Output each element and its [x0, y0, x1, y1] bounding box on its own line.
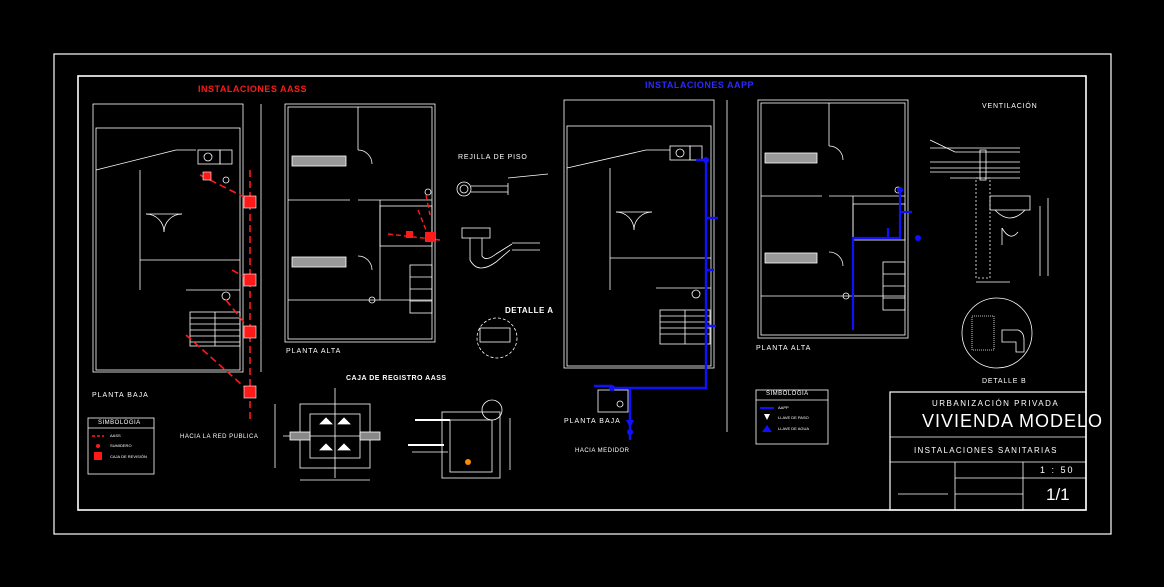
rejilla-detail [456, 173, 549, 359]
ventilacion-label: VENTILACIÓN [982, 103, 1038, 110]
aapp-planta-baja-plan [563, 99, 728, 432]
hacia-red-label: HACIA LA RED PUBLICA [180, 434, 259, 440]
title-block-scale: 1 : 50 [1040, 465, 1075, 475]
aass-legend-box [87, 417, 155, 475]
detalle-b-label: DETALLE B [982, 378, 1027, 385]
aass-planta-baja-plan [92, 103, 262, 373]
aapp-planta-baja-label: PLANTA BAJA [564, 418, 621, 425]
inner-frame [77, 75, 1087, 511]
aapp-valves-planta-baja [609, 157, 709, 435]
caja-registro-label: CAJA DE REGISTRO AASS [346, 375, 447, 382]
aapp-legend-box [755, 389, 829, 445]
aapp-supply-lines-planta-baja [594, 158, 718, 440]
aapp-valves-planta-alta [897, 187, 921, 241]
aapp-title: INSTALACIONES AAPP [645, 80, 755, 90]
hacia-medidor-label: HACIA MEDIDOR [575, 448, 630, 454]
rejilla-label: REJILLA DE PISO [458, 154, 528, 161]
aass-legend-item: SUMIDERO [110, 443, 132, 448]
aapp-supply-lines-planta-alta [851, 190, 912, 330]
detalle-a-label: DETALLE A [505, 306, 554, 315]
title-block-project: URBANIZACIÓN PRIVADA [932, 399, 1060, 408]
aass-registry-boxes-planta-alta [406, 231, 435, 242]
aass-planta-baja-label: PLANTA BAJA [92, 392, 149, 399]
aass-legend-title: SIMBOLOGIA [98, 420, 141, 426]
title-block-sheet: 1/1 [1046, 485, 1070, 504]
caja-registro-detail [274, 388, 511, 481]
aapp-legend-title: SIMBOLOGIA [766, 391, 809, 397]
aass-planta-alta-plan [284, 103, 436, 343]
title-block-subject: INSTALACIONES SANITARIAS [914, 446, 1058, 455]
aass-title: INSTALACIONES AASS [198, 84, 308, 94]
aass-planta-alta-label: PLANTA ALTA [286, 348, 342, 355]
outer-frame [53, 53, 1112, 535]
title-block [889, 391, 1087, 511]
aass-legend-item: CAJA DE REVISIÓN [110, 454, 147, 459]
title-block-name: VIVIENDA MODELO [922, 411, 1104, 431]
aapp-legend-item: LLAVE DE AGUA [778, 426, 810, 431]
aass-legend-item: AASS [110, 433, 121, 438]
aapp-planta-alta-label: PLANTA ALTA [756, 345, 812, 352]
ventilacion-detail [929, 139, 1049, 369]
aapp-legend-item: LLAVE DE PASO [778, 415, 809, 420]
aapp-planta-alta-plan [757, 99, 909, 339]
aass-registry-boxes-planta-baja [202, 171, 257, 399]
aapp-legend-item: AAPP [778, 405, 789, 410]
